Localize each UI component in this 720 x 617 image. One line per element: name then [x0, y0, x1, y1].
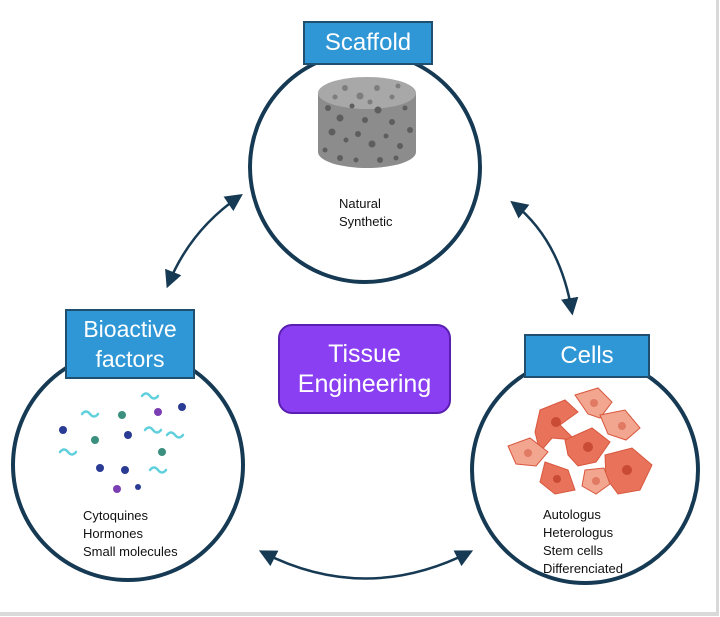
arrow-scaffold-cells [510, 200, 579, 316]
cells-cluster-icon [507, 387, 653, 495]
bioactive-item: Hormones [83, 526, 143, 541]
arrow-bioactive-cells [258, 550, 474, 580]
cells-title: Cells [560, 342, 614, 369]
cells-item: Autologus [543, 507, 601, 522]
cells-item: Differenciated [543, 561, 623, 576]
bioactive-item: Cytoquines [83, 508, 149, 523]
cells-item: Heterologus [543, 525, 614, 540]
scaffold-title: Scaffold [324, 29, 412, 56]
bioactive-title-line2: factors [95, 346, 165, 372]
cells-label: Cells [524, 334, 650, 378]
center-line2: Engineering [297, 370, 432, 398]
tissue-engineering-box: Tissue Engineering [278, 324, 451, 414]
center-line1: Tissue [328, 340, 401, 368]
arrow-scaffold-bioactive [165, 194, 243, 289]
bioactive-items: Cytoquines Hormones Small molecules [83, 507, 178, 561]
bioactive-label: Bioactive factors [65, 309, 195, 379]
scaffold-label: Scaffold [303, 21, 433, 65]
bioactive-molecules-icon [58, 392, 186, 493]
bioactive-title-line1: Bioactive [83, 316, 177, 342]
scaffold-item: Synthetic [339, 214, 393, 229]
scaffold-items: Natural Synthetic [339, 195, 392, 231]
bioactive-item: Small molecules [83, 544, 178, 559]
cells-item: Stem cells [543, 543, 603, 558]
scaffold-item: Natural [339, 196, 381, 211]
scaffold-cylinder-icon [318, 77, 416, 168]
cells-items: Autologus Heterologus Stem cells Differe… [543, 506, 623, 578]
